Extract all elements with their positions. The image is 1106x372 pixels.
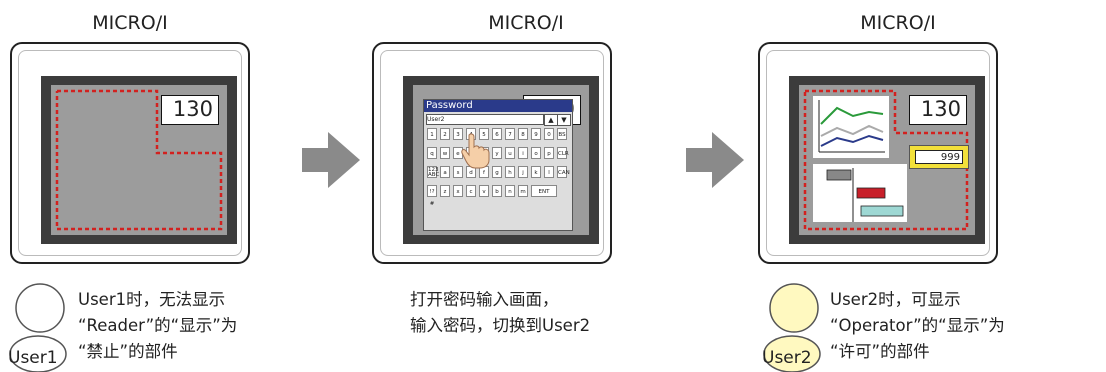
device-panel-2: 130 Password User2 ▲ ▼ 1234567890BSqwert… [372,42,612,264]
device-panel-3: 130 999 [758,42,998,264]
keyboard-key[interactable]: s [453,166,463,178]
keyboard-key[interactable]: v [479,185,489,197]
numeric-display: 130 [909,95,967,125]
keyboard-key[interactable]: 7 [505,128,515,140]
keyboard-key[interactable]: 5 [479,128,489,140]
arrow-down-icon[interactable]: ▼ [557,114,571,126]
keyboard-key[interactable]: 9 [531,128,541,140]
password-input[interactable]: User2 [426,114,544,125]
panel1-title: MICRO/I [92,12,168,34]
keyboard-title: Password [424,100,572,112]
user1-label: User1 [8,348,58,368]
keyboard-key[interactable]: z [440,185,450,197]
screen-1: 130 [51,85,227,235]
caption-middle: 打开密码输入画面， 输入密码，切换到User2 [410,290,591,335]
keyboard-key[interactable]: j [518,166,528,178]
hand-pointer-icon [461,133,490,169]
keyboard-key[interactable]: u [505,147,515,159]
screen-2: 130 Password User2 ▲ ▼ 1234567890BSqwert… [413,85,589,235]
keyboard-key[interactable]: w [440,147,450,159]
password-keyboard: Password User2 ▲ ▼ 1234567890BSqwertyuio… [423,99,573,231]
keyboard-key[interactable]: m [518,185,528,197]
keyboard-key[interactable]: a [440,166,450,178]
yellow-numeric-display: 999 [909,145,969,169]
caption-right: User2时，可显示 “Operator”的“显示”为 “许可”的部件 [830,290,1005,361]
keyboard-key[interactable]: 3 [453,128,463,140]
user-avatar-icon [9,283,67,372]
panel3-title: MICRO/I [860,12,936,34]
caption-left: User1时，无法显示 “Reader”的“显示”为 “禁止”的部件 [78,290,238,361]
keyboard-key[interactable]: 0 [544,128,554,140]
keyboard-key[interactable]: k [531,166,541,178]
keyboard-key[interactable]: b [492,185,502,197]
keyboard-key[interactable]: x [453,185,463,197]
keyboard-key[interactable]: 1 [427,128,437,140]
arrow-right-icon [302,132,360,188]
keyboard-key[interactable]: 8 [518,128,528,140]
keyboard-key[interactable]: y [492,147,502,159]
gantt-chart-graphic [826,168,904,222]
line-chart [813,96,889,158]
keyboard-key[interactable]: h [505,166,515,178]
keyboard-key[interactable]: 2 [440,128,450,140]
keyboard-key[interactable]: c [466,185,476,197]
keyboard-key[interactable]: CAN [557,166,570,178]
permitted-area-outline [803,89,969,231]
panel2-title: MICRO/I [488,12,564,34]
keyboard-key[interactable]: 6 [492,128,502,140]
keyboard-key[interactable]: g [492,166,502,178]
keyboard-key[interactable]: i [518,147,528,159]
keyboard-key[interactable]: BS [557,128,567,140]
keyboard-arrows: ▲ ▼ [544,114,571,126]
arrow-up-icon[interactable]: ▲ [544,114,558,126]
keyboard-key[interactable]: CLR [557,147,569,159]
keyboard-key[interactable]: n [505,185,515,197]
keyboard-key[interactable]: ENT [531,185,557,197]
restricted-area-outline [55,89,223,231]
keyboard-key[interactable]: 123 ABC [427,166,440,178]
keyboard-key[interactable]: q [427,147,437,159]
user-avatar-icon [763,283,821,372]
user2-label: User2 [762,348,812,368]
numeric-display: 130 [161,95,219,125]
screen-3: 130 999 [799,85,975,235]
numeric-display-small: 999 [915,150,963,164]
line-chart-graphic [818,100,885,153]
keyboard-key[interactable]: p [544,147,554,159]
keyboard-key[interactable]: l [544,166,554,178]
device-panel-1: 130 [10,42,250,264]
gantt-chart [813,164,907,222]
keyboard-key[interactable]: !?# [427,185,437,207]
keyboard-key[interactable]: o [531,147,541,159]
arrow-right-icon [686,132,744,188]
